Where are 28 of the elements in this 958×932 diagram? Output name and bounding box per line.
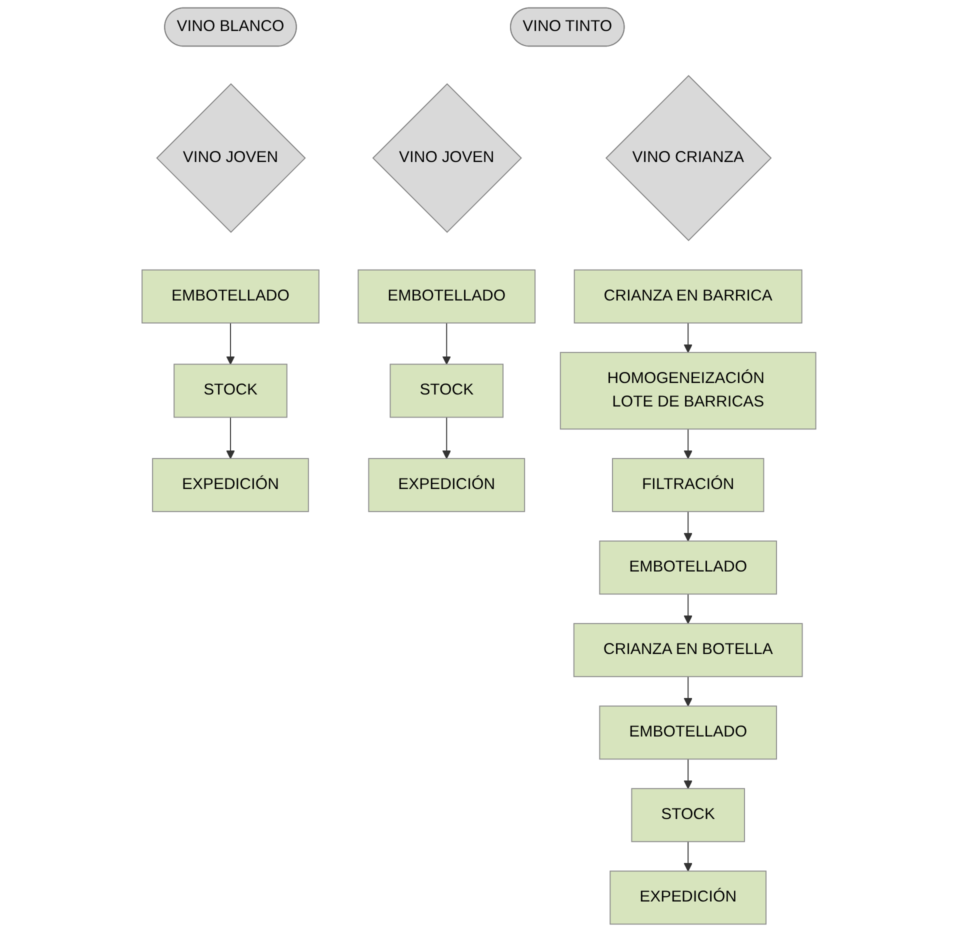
node-box: EMBOTELLADO [599,540,778,595]
arrow [684,594,692,624]
node-box: CRIANZA EN BOTELLA [573,623,803,678]
node-box: EMBOTELLADO [358,269,536,324]
node-box: STOCK [631,788,746,842]
arrow [442,416,452,459]
arrow [226,416,235,459]
node-box: EXPEDICIÓN [368,458,526,512]
node-box: HOMOGENEIZACIÓN LOTE DE BARRICAS [560,352,816,430]
node-diamond: VINO CRIANZA [606,74,772,242]
node-diamond: VINO JOVEN [372,83,522,233]
node-box: EXPEDICIÓN [610,870,767,925]
node-box: STOCK [390,364,504,418]
arrow [684,758,692,789]
arrow [226,322,235,365]
arrow [684,428,692,459]
arrow [684,322,692,353]
node-box: CRIANZA EN BARRICA [574,269,802,324]
node-box: STOCK [174,364,288,418]
node-diamond: VINO JOVEN [156,83,306,233]
arrow [684,841,692,872]
node-box: FILTRACIÓN [612,458,764,512]
node-box: EXPEDICIÓN [152,458,309,512]
arrow [684,511,692,542]
arrow [442,322,452,365]
node-box: EMBOTELLADO [142,269,320,324]
node-box: EMBOTELLADO [599,706,778,760]
arrow [684,676,692,706]
